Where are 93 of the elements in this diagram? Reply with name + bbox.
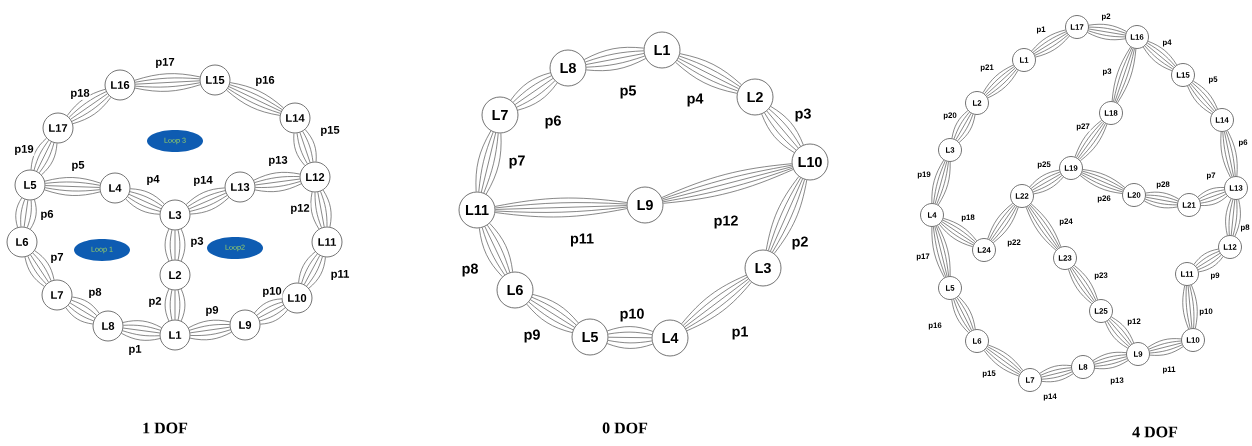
link-bundle: [982, 64, 1019, 99]
link-bundle: [24, 250, 55, 287]
link-bundle: [134, 73, 201, 92]
edge-label: p6: [39, 209, 55, 221]
link-bundle: [293, 129, 317, 166]
edge-label: p1: [730, 325, 750, 341]
link-bundle: [494, 197, 628, 218]
edge-label: p16: [254, 75, 276, 87]
link-bundle: [185, 187, 230, 215]
edge-label: p7: [507, 154, 527, 170]
link-bundle: [1031, 29, 1070, 58]
link-bundle: [1079, 169, 1126, 194]
link-bundle: [1225, 198, 1241, 237]
edge-label: p7: [49, 252, 65, 264]
link-bundle: [510, 72, 558, 111]
edge-label: p15: [319, 125, 341, 137]
edge-label: p4: [145, 174, 161, 186]
edge-label: p3: [189, 236, 205, 248]
edge-label: p13: [267, 155, 289, 167]
link-bundle: [65, 296, 100, 325]
link-bundle: [1087, 23, 1127, 41]
link-bundle: [164, 228, 186, 262]
link-bundle: [478, 223, 514, 278]
link-bundle: [30, 137, 58, 176]
edge-label: p10: [618, 307, 646, 323]
link-bundle: [188, 319, 232, 341]
edge-label: p3: [793, 107, 813, 123]
link-bundle: [931, 225, 951, 278]
link-bundle: [310, 189, 332, 230]
edge-label: p11: [569, 232, 595, 248]
link-bundle: [1193, 248, 1224, 273]
edge-label: p6: [543, 114, 563, 130]
link-bundle: [1039, 364, 1074, 383]
link-bundle: [1104, 316, 1135, 349]
edge-label: p12: [289, 203, 311, 215]
link-bundle: [583, 46, 647, 72]
edge-label: p17: [154, 57, 176, 69]
edge-label: p12: [712, 214, 740, 230]
link-bundle: [254, 298, 288, 325]
link-bundle: [121, 320, 162, 341]
link-bundle: [475, 130, 502, 195]
edge-label: p11: [329, 269, 351, 281]
link-bundle: [1029, 169, 1064, 195]
link-bundle: [931, 159, 951, 206]
link-bundle: [1111, 46, 1137, 104]
link-bundle: [226, 82, 284, 116]
link-bundle: [939, 218, 977, 247]
link-bundle: [661, 163, 794, 204]
edge-label: p1: [127, 344, 143, 356]
link-bundle: [951, 295, 976, 334]
link-bundle: [951, 110, 976, 143]
link-bundle: [1182, 284, 1198, 330]
link-bundle: [606, 326, 654, 349]
edge-label: p5: [618, 84, 638, 100]
link-bundle: [1187, 80, 1218, 115]
link-bundle: [983, 344, 1024, 377]
link-bundle: [765, 176, 808, 254]
link-bundle: [1147, 338, 1184, 356]
edge-label: p18: [69, 88, 91, 100]
link-bundle: [761, 106, 804, 153]
edge-label: p10: [261, 286, 283, 298]
edge-label: p19: [13, 144, 35, 156]
edge-label: p2: [790, 235, 810, 251]
link-bundle: [66, 88, 112, 125]
link-bundle: [681, 274, 752, 332]
panel-title: 1 DOF: [143, 422, 188, 434]
link-bundle: [1092, 351, 1129, 370]
link-bundle: [1068, 265, 1098, 304]
link-bundle: [44, 177, 101, 196]
edge-label: p8: [460, 262, 480, 278]
edge-label: p8: [87, 287, 103, 299]
link-bundle: [1220, 130, 1238, 178]
link-bundle: [1142, 40, 1178, 72]
link-bundle: [253, 172, 302, 193]
edge-label: p14: [192, 175, 214, 187]
link-bundle: [298, 251, 326, 289]
link-bundle: [1074, 119, 1108, 162]
link-bundle: [1025, 203, 1062, 251]
link-bundle: [526, 294, 579, 333]
link-bundle: [164, 288, 186, 322]
edge-label: p9: [204, 305, 220, 317]
edge-label: p9: [522, 328, 542, 344]
edge-label: p2: [147, 296, 163, 308]
edge-label: p4: [685, 92, 705, 108]
link-bundle: [15, 197, 37, 230]
panel-title: 0 DOF: [602, 422, 648, 434]
link-bundle: [1197, 187, 1228, 206]
link-bundle: [675, 53, 742, 94]
panel-title: 4 DOF: [1132, 426, 1178, 438]
edge-label: p5: [70, 160, 86, 172]
link-bundle: [987, 203, 1019, 243]
link-bundle: [1143, 191, 1180, 209]
link-bundle: [125, 188, 165, 215]
